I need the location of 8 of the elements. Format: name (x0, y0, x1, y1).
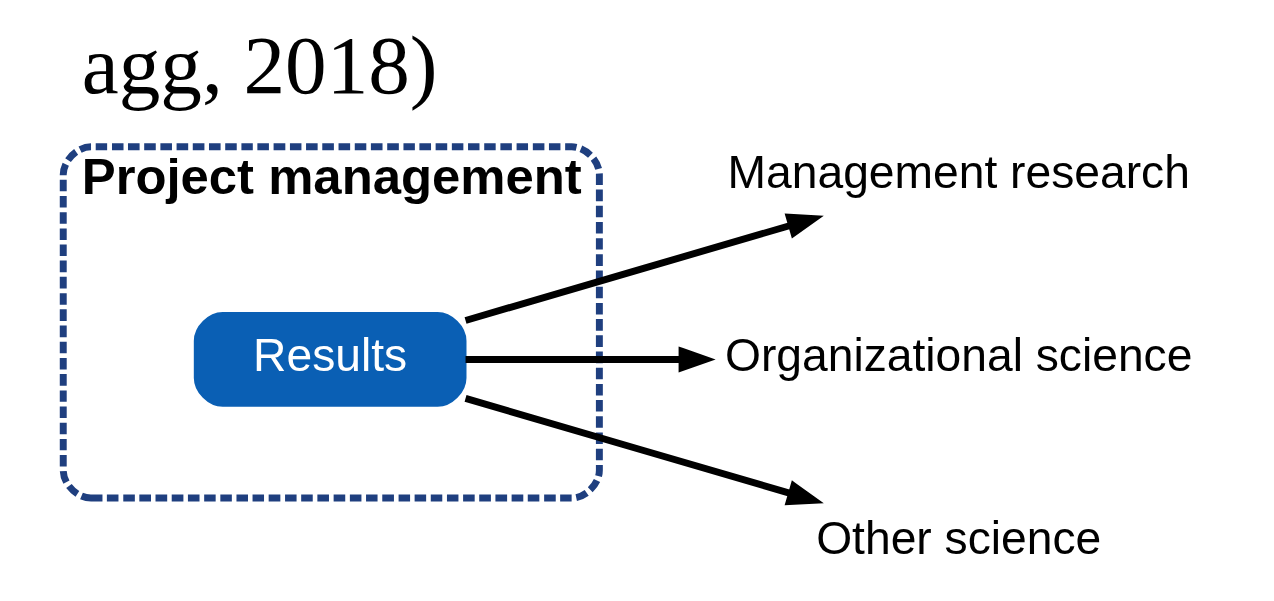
arrow (464, 213, 824, 324)
node-box: Results (193, 312, 466, 407)
diagram-title: agg, 2018) (81, 19, 438, 112)
node-text: Management research (727, 146, 1190, 199)
node-text: Other science (815, 511, 1101, 564)
arrow (464, 395, 824, 506)
arrow (465, 346, 716, 373)
node-text: Organizational science (724, 328, 1192, 381)
